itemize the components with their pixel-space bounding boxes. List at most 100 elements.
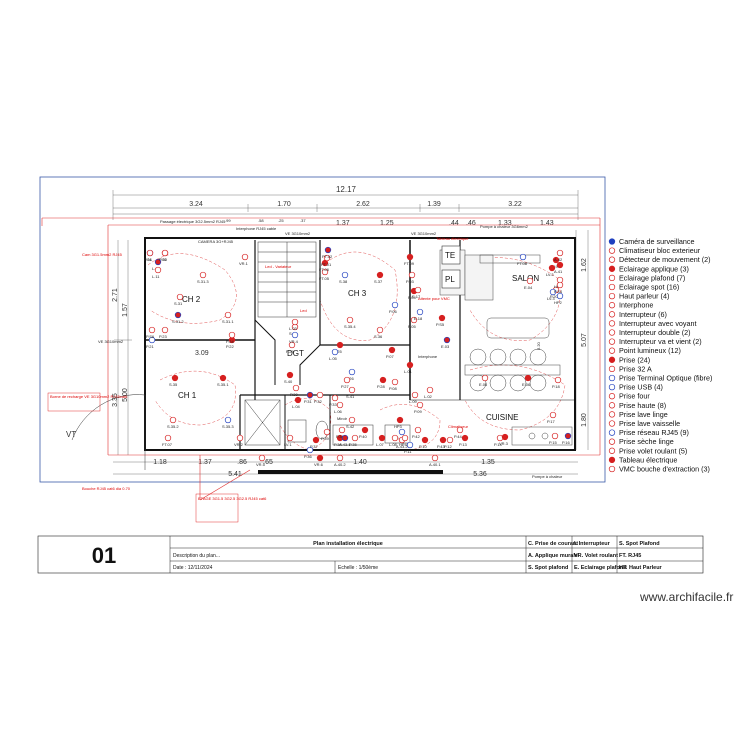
plan-symbol-mark xyxy=(388,346,396,354)
intercom-icon xyxy=(608,302,616,309)
plan-symbol: P.32 xyxy=(314,391,324,404)
code-r1-c3: S. Spot Plafond xyxy=(619,541,660,547)
plan-symbol-mark xyxy=(431,454,439,462)
code-r1-c2: I. Interrupteur xyxy=(574,541,611,547)
plan-symbol-label: P.22 xyxy=(226,344,234,349)
plan-symbol: E.06 xyxy=(522,374,532,387)
plan-symbol-mark xyxy=(556,261,564,269)
socket-icon xyxy=(608,356,616,363)
plan-symbol: P.29 xyxy=(286,341,296,354)
plan-symbol-label: P.01 xyxy=(144,257,152,262)
plan-symbol-label: L.01 xyxy=(404,369,413,374)
electric-panel-icon xyxy=(608,456,616,464)
plan-symbol-label: P.02 xyxy=(159,257,167,262)
bathroom-fixtures xyxy=(244,399,411,446)
air-conditioner-icon xyxy=(608,247,616,254)
top-dim-2: 1.70 xyxy=(277,201,291,208)
legend-item-label: Climatiseur bloc exterieur xyxy=(619,246,701,255)
plan-symbol-label: S.31.3 xyxy=(197,279,209,284)
plan-symbol-label: P.20 xyxy=(550,294,558,299)
ceiling-light-icon xyxy=(608,274,616,282)
plan-symbol: P.03 xyxy=(406,271,416,284)
legend-item-label: Prise sèche linge xyxy=(619,437,674,446)
legend-item-label: Prise (24) xyxy=(619,355,650,364)
plan-symbol: S.36 xyxy=(374,326,384,339)
note-interphone-wall: Interphone xyxy=(418,354,438,359)
plan-symbol-mark xyxy=(312,436,320,444)
plan-symbol-label: P.03 xyxy=(406,279,414,284)
switch-indicator-icon xyxy=(608,320,616,327)
plan-symbol: S.42 xyxy=(346,416,356,429)
note-led: Led xyxy=(300,308,307,313)
plan-symbol: A.42 xyxy=(554,249,564,262)
plan-symbol-mark xyxy=(378,434,386,442)
legend-item-label: Prise USB (4) xyxy=(619,383,663,392)
code-r1-c1: C. Prise de courant xyxy=(528,541,578,547)
spotlight-icon xyxy=(608,283,616,291)
plan-symbol-label: E.03 xyxy=(441,344,450,349)
code-r3-c2: E. Eclairage plafond xyxy=(574,565,627,571)
plan-symbol-mark xyxy=(228,331,236,339)
plan-symbol-mark xyxy=(401,434,409,442)
top-dim-s8: .46 xyxy=(466,220,476,227)
plan-symbol-label: HP3 xyxy=(394,424,403,429)
top-dim-s6: 1.25 xyxy=(380,220,394,227)
plan-symbol: P.27 xyxy=(341,376,351,389)
right-dim-1: 1.62 xyxy=(581,258,588,272)
plan-symbol-label: P.07 xyxy=(386,354,394,359)
plan-symbol: HP3 xyxy=(394,416,404,429)
shutter-socket-icon xyxy=(608,447,616,454)
plan-symbol-mark xyxy=(548,264,556,272)
plan-symbol: S.37 xyxy=(374,271,384,284)
plan-symbol: FT.05 xyxy=(319,268,330,281)
plan-symbol-label: A.43.1 xyxy=(339,442,351,447)
plan-symbol-label: P.11 xyxy=(404,449,412,454)
top-dim-s5: 1.37 xyxy=(336,220,350,227)
plan-symbol-label: P.27 xyxy=(341,384,349,389)
plan-symbol: LV.2 xyxy=(546,264,556,277)
plan-symbol-label: P.25 xyxy=(334,349,342,354)
plan-symbol-label: P.05 xyxy=(408,324,416,329)
plan-symbol: S.35.2 xyxy=(167,416,179,429)
top-dim-5: 3.22 xyxy=(508,201,522,208)
legend-item-label: Prise volet roulant (5) xyxy=(619,446,687,455)
note-passage-elec: Passage électrique 3G2.5mm2 RJ45 xyxy=(160,219,226,224)
plan-symbol-label: FT.08 xyxy=(517,261,528,266)
plan-symbol: LV.1 xyxy=(284,434,294,447)
plan-symbol: L.02 xyxy=(424,386,434,399)
code-r2-c2: VR. Volet roulant xyxy=(574,553,618,559)
plan-symbol-label: E.05 xyxy=(479,382,488,387)
plan-symbol: P.07 xyxy=(386,346,396,359)
drawing-frame xyxy=(39,176,606,483)
plan-symbol-mark xyxy=(556,292,564,300)
plan-symbol: P.34 xyxy=(144,249,154,262)
plan-symbol: P.40 xyxy=(359,426,369,439)
plan-symbol-label: P.33 xyxy=(329,402,337,407)
plan-symbol-label: PT.02 xyxy=(322,254,333,259)
plan-symbol-mark xyxy=(316,454,324,462)
plan-symbol-mark xyxy=(376,271,384,279)
plan-symbol: P.09 xyxy=(414,401,424,414)
plan-symbol-label: P.29 xyxy=(286,349,294,354)
light-point-icon xyxy=(608,347,616,354)
plan-symbol-mark xyxy=(524,374,532,382)
legend-item-label: Prise haute (8) xyxy=(619,401,666,410)
plan-symbol-label: VR.1 xyxy=(239,261,249,266)
legend-item-label: Interrupteur va et vient (2) xyxy=(619,337,702,346)
plan-symbol: FT.06 xyxy=(319,259,330,272)
plan-symbol-mark xyxy=(556,249,564,257)
inner-dim-2: 5.20 xyxy=(536,341,541,350)
plan-symbol-label: S.35.4 xyxy=(344,324,356,329)
top-dim-s7: .44 xyxy=(449,220,459,227)
plan-symbol-mark xyxy=(348,386,356,394)
top-dim-4: 1.39 xyxy=(427,201,441,208)
top-dim-3: 2.62 xyxy=(356,201,370,208)
plan-symbol-mark xyxy=(438,314,446,322)
plan-symbol: P.08 xyxy=(389,378,399,391)
plan-symbol: L.11 xyxy=(152,266,162,279)
note-tableau: Tableau électrique xyxy=(436,236,469,241)
legend-item-label: Point lumineux (12) xyxy=(619,346,681,355)
plan-symbol-mark xyxy=(336,454,344,462)
top-dim-s2: .58 xyxy=(258,218,264,223)
